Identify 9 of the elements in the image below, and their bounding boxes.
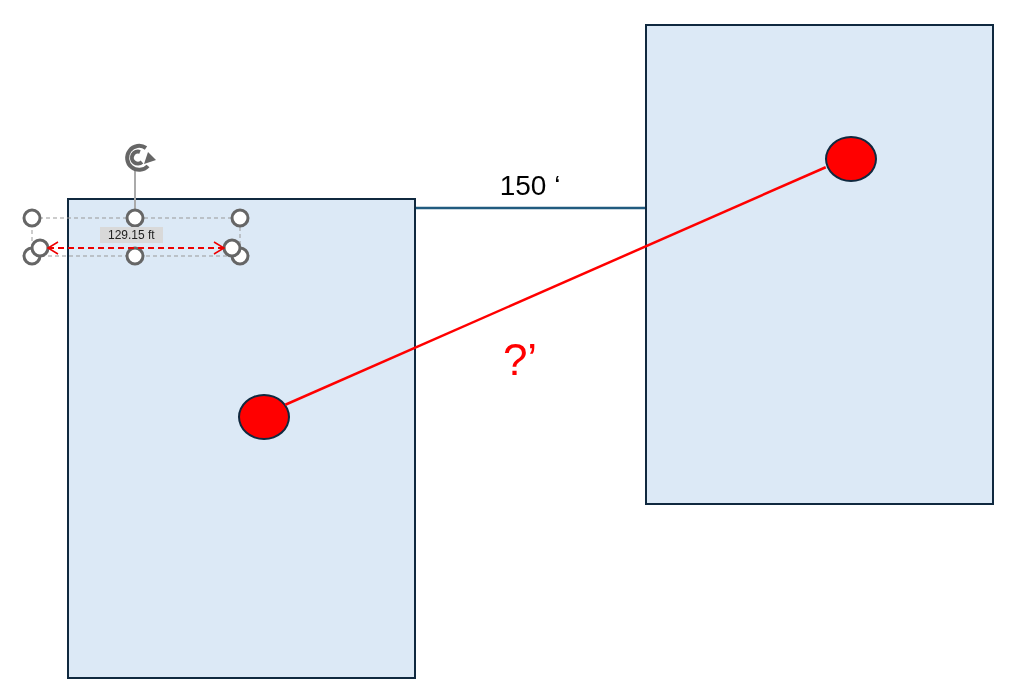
point-marker [238, 394, 290, 440]
edge-label: 150 ‘ [499, 172, 561, 200]
point-marker [825, 136, 877, 182]
connector-line [284, 166, 827, 406]
dimension-label: 129.15 ft [100, 227, 163, 243]
plot-rectangle [67, 198, 416, 679]
connector-line [416, 206, 645, 210]
plot-rectangle [645, 24, 994, 505]
edge-label: ?’ [502, 338, 538, 382]
